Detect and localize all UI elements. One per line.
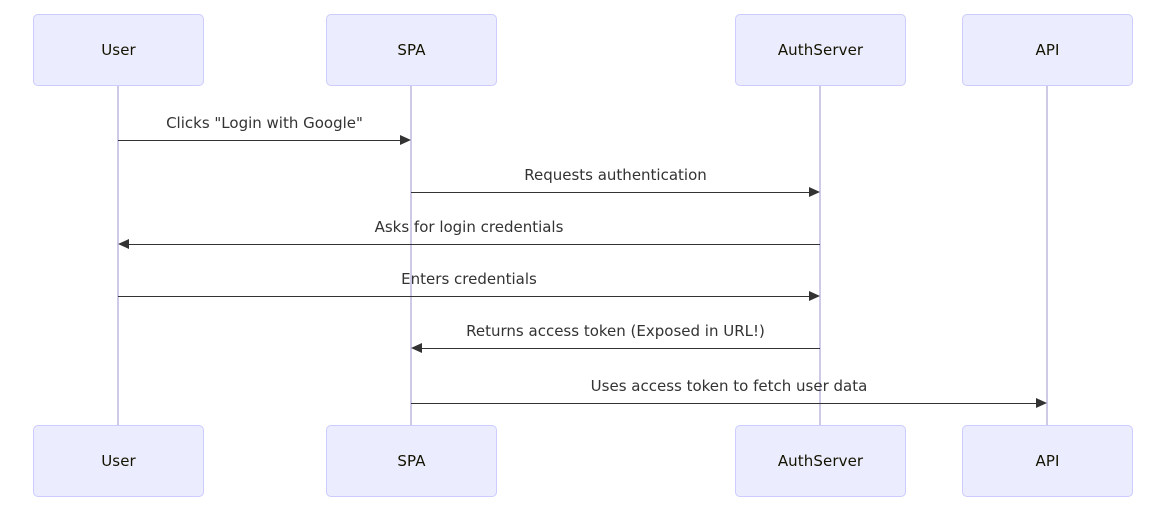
participant-label-user: User (101, 452, 136, 470)
participant-label-spa: SPA (397, 41, 426, 59)
message-arrowhead-4 (809, 291, 820, 302)
message-arrowhead-3 (118, 239, 129, 250)
lifeline-spa (410, 86, 412, 425)
participant-box-api-bottom[interactable]: API (962, 425, 1133, 497)
message-label-5: Returns access token (Exposed in URL!) (466, 322, 765, 340)
message-label-1: Clicks "Login with Google" (166, 114, 363, 132)
participant-box-spa-top[interactable]: SPA (326, 14, 497, 86)
participant-label-authserver: AuthServer (777, 452, 864, 470)
participant-box-user-bottom[interactable]: User (33, 425, 204, 497)
participant-box-user-top[interactable]: User (33, 14, 204, 86)
participant-label-api: API (1035, 452, 1060, 470)
lifeline-api (1046, 86, 1048, 425)
message-arrowhead-2 (809, 187, 820, 198)
message-line-6 (411, 403, 1037, 404)
participant-label-api: API (1035, 41, 1060, 59)
lifeline-authserver (819, 86, 821, 425)
message-line-1 (118, 140, 401, 141)
message-arrowhead-5 (411, 343, 422, 354)
message-label-6: Uses access token to fetch user data (590, 377, 868, 395)
participant-box-api-top[interactable]: API (962, 14, 1133, 86)
participant-box-authserver-top[interactable]: AuthServer (735, 14, 906, 86)
participant-label-user: User (101, 41, 136, 59)
message-label-2: Requests authentication (524, 166, 707, 184)
message-line-4 (118, 296, 810, 297)
lifeline-user (117, 86, 119, 425)
participant-box-spa-bottom[interactable]: SPA (326, 425, 497, 497)
message-label-4: Enters credentials (401, 270, 537, 288)
message-label-3: Asks for login credentials (374, 218, 564, 236)
message-line-5 (421, 348, 820, 349)
message-line-2 (411, 192, 810, 193)
message-line-3 (128, 244, 820, 245)
message-arrowhead-1 (400, 135, 411, 146)
participant-label-authserver: AuthServer (777, 41, 864, 59)
participant-box-authserver-bottom[interactable]: AuthServer (735, 425, 906, 497)
message-arrowhead-6 (1036, 398, 1047, 409)
participant-label-spa: SPA (397, 452, 426, 470)
